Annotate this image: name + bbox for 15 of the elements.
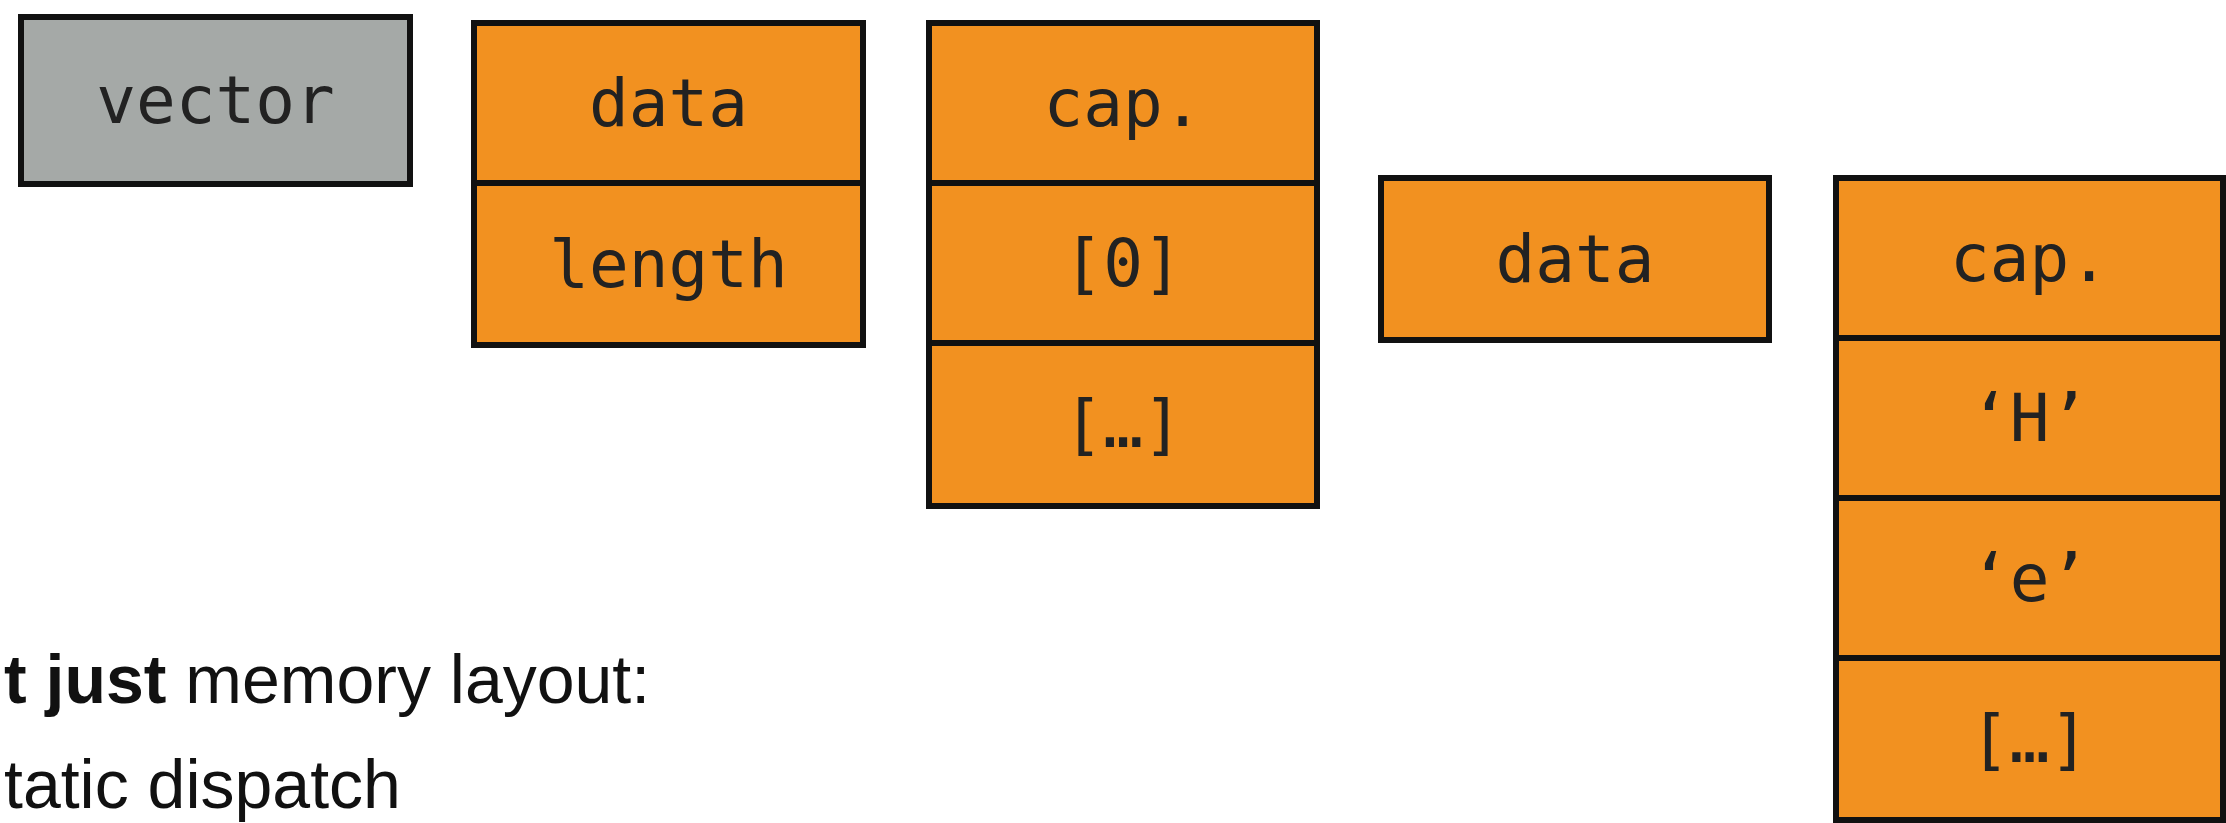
cell-label: cap. <box>1043 64 1203 142</box>
cell-label: cap. <box>1950 219 2109 297</box>
cell-label: data <box>589 64 748 142</box>
memory-cell <box>1378 175 1772 343</box>
note-text: t just memory layout: <box>4 640 651 718</box>
cell-label: length <box>549 225 788 303</box>
cell-label: ‘H’ <box>1969 379 2090 457</box>
cell-label: vector <box>96 62 335 139</box>
cell-label: [0] <box>1063 224 1183 302</box>
memory-cell <box>18 14 413 187</box>
cell-label: […] <box>1969 700 2090 778</box>
cell-label: […] <box>1063 386 1183 463</box>
cell-label: ‘e’ <box>1969 539 2090 617</box>
note-text: tatic dispatch <box>4 745 401 823</box>
cell-label: data <box>1495 220 1655 298</box>
